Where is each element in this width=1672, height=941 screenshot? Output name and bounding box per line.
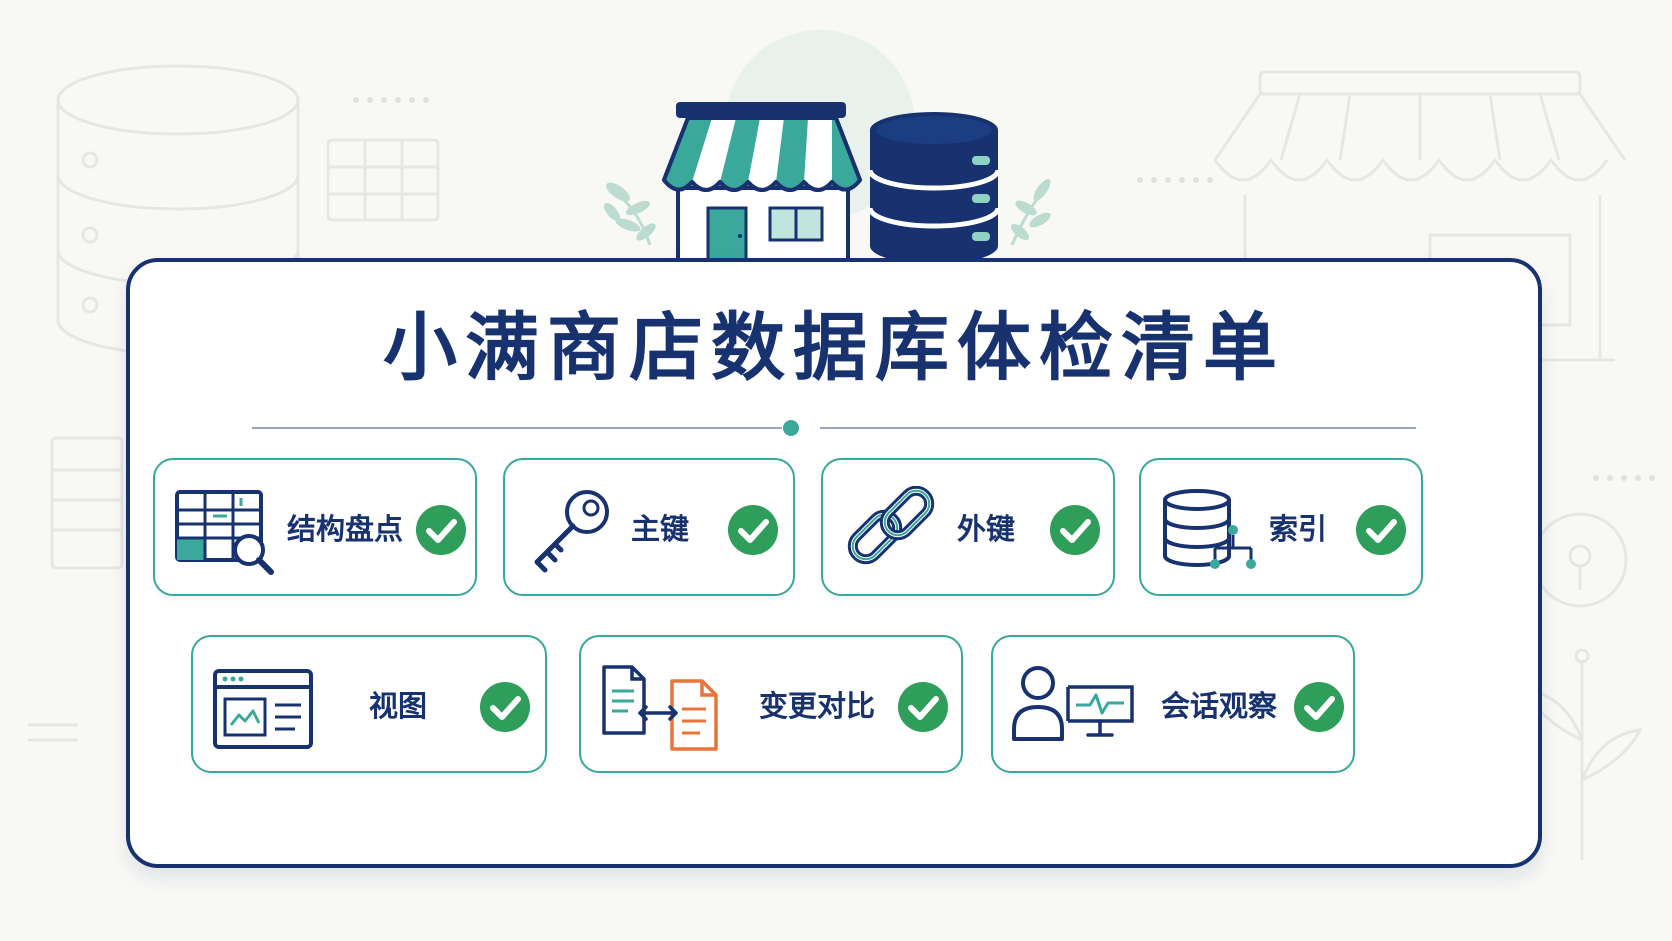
header-illustration <box>603 102 1051 262</box>
background-key-icon <box>1532 512 1628 608</box>
checklist-item-index: 索引 <box>1139 458 1423 596</box>
checklist-card: 小满商店数据库体检清单 结构盘点 主键 <box>126 258 1542 868</box>
storefront-icon <box>662 102 862 262</box>
leaf-sprig-icon <box>1010 178 1051 246</box>
checklist-item-label: 主键 <box>631 512 690 546</box>
title-divider <box>252 420 1416 436</box>
database-icon <box>867 112 1001 262</box>
database-index-icon <box>1163 489 1256 569</box>
checklist-item-change-diff: 变更对比 <box>579 635 963 773</box>
checklist-item-label: 外键 <box>957 512 1016 546</box>
browser-window-chart-icon <box>213 669 313 749</box>
checklist-item-foreign-key: 外键 <box>821 458 1115 596</box>
checklist-item-label: 视图 <box>369 689 428 723</box>
chain-link-icon <box>847 486 935 565</box>
checklist-item-label: 索引 <box>1269 512 1328 546</box>
checklist-item-session-monitor: 会话观察 <box>991 635 1355 773</box>
checklist-item-label: 结构盘点 <box>287 512 404 546</box>
check-icon <box>416 505 466 555</box>
check-icon <box>1050 505 1100 555</box>
user-monitor-icon <box>1012 666 1134 741</box>
background-table-icon <box>50 436 124 570</box>
checklist-item-label: 变更对比 <box>759 689 876 723</box>
background-grid-icon <box>326 138 440 222</box>
background-plant-icon <box>1522 648 1643 860</box>
check-icon <box>728 505 778 555</box>
check-icon <box>1294 682 1344 732</box>
checklist-item-structure-inventory: 结构盘点 <box>153 458 477 596</box>
table-search-icon <box>175 490 274 575</box>
document-compare-icon <box>602 665 718 751</box>
key-icon <box>534 490 609 573</box>
page-title: 小满商店数据库体检清单 <box>383 305 1285 391</box>
check-icon <box>898 682 948 732</box>
check-icon <box>1356 505 1406 555</box>
checklist-item-label: 会话观察 <box>1161 689 1278 723</box>
leaf-sprig-icon <box>603 182 656 246</box>
background-dots <box>353 97 1655 481</box>
checklist-item-primary-key: 主键 <box>503 458 795 596</box>
check-icon <box>480 682 530 732</box>
checklist-item-views: 视图 <box>191 635 547 773</box>
